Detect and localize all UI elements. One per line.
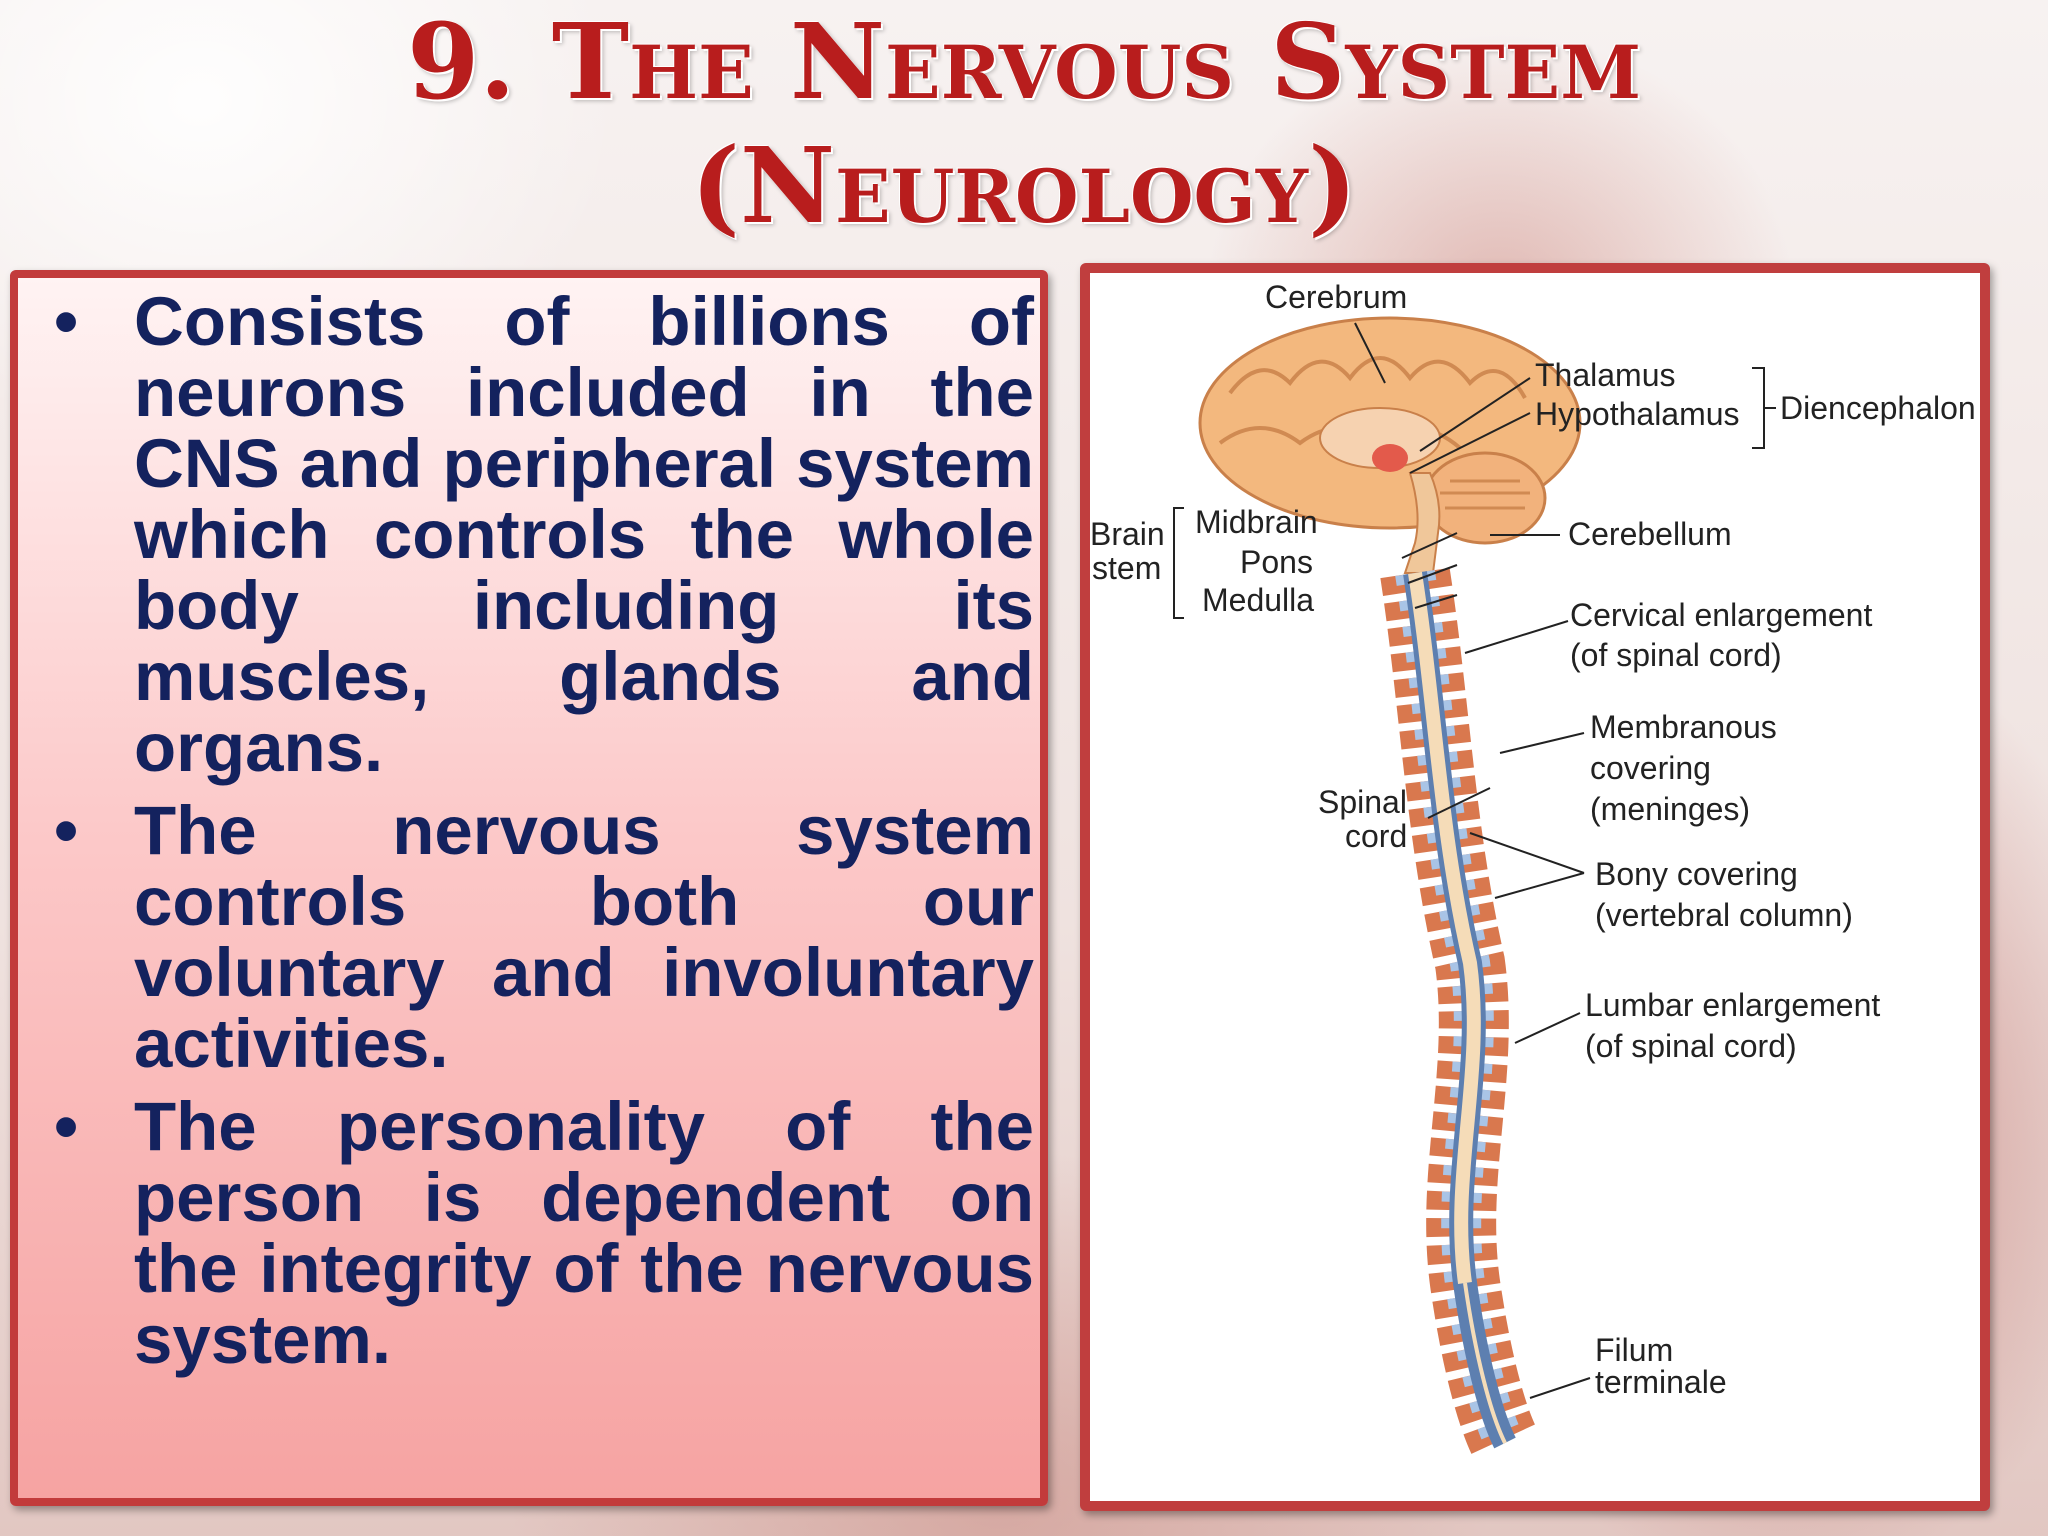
diagram-panel: Cerebrum Thalamus Hypothalamus Diencepha… (1080, 263, 1990, 1511)
bullet-dot-icon: • (54, 1088, 79, 1165)
bullet-dot-icon: • (54, 283, 79, 360)
label-hypothalamus: Hypothalamus (1535, 396, 1740, 432)
label-membranous-3: (meninges) (1590, 791, 1750, 827)
label-cervical-1: Cervical enlargement (1570, 597, 1872, 633)
label-spinal-2: cord (1345, 818, 1407, 854)
text-panel: • Consists of billions of neurons include… (10, 270, 1048, 1506)
bullet-text-1: Consists of billions of neurons included… (134, 283, 1034, 786)
label-cervical-2: (of spinal cord) (1570, 637, 1782, 673)
label-medulla: Medulla (1202, 582, 1314, 618)
label-filum-1: Filum (1595, 1332, 1673, 1368)
label-cerebrum: Cerebrum (1265, 279, 1407, 315)
bullet-dot-icon: • (54, 792, 79, 869)
spinal-column (1380, 567, 1537, 1459)
brain-illustration (1198, 316, 1582, 574)
label-bony-1: Bony covering (1595, 856, 1798, 892)
label-midbrain: Midbrain (1195, 504, 1318, 540)
bullet-text-3: The personality of the person is depende… (134, 1088, 1034, 1378)
label-diencephalon: Diencephalon (1780, 390, 1976, 426)
label-lumbar-1: Lumbar enlargement (1585, 987, 1880, 1023)
label-cerebellum: Cerebellum (1568, 516, 1732, 552)
bullet-item-2: • The nervous system controls both our vo… (38, 795, 1034, 1079)
label-membranous-1: Membranous (1590, 709, 1777, 745)
label-filum-2: terminale (1595, 1364, 1727, 1400)
label-spinal-1: Spinal (1318, 784, 1407, 820)
label-pons: Pons (1240, 544, 1313, 580)
label-bony-2: (vertebral column) (1595, 897, 1853, 933)
title-line-2: (Neurology) (690, 124, 1358, 247)
cns-diagram: Cerebrum Thalamus Hypothalamus Diencepha… (1090, 279, 1976, 1459)
title-line-1: 9. The Nervous System (407, 0, 1641, 123)
slide-title: 9. The Nervous System (Neurology) (0, 0, 2048, 248)
label-thalamus: Thalamus (1535, 357, 1676, 393)
bullet-text-2: The nervous system controls both our vol… (134, 792, 1034, 1082)
label-brain-stem-1: Brain (1090, 516, 1165, 552)
label-membranous-2: covering (1590, 750, 1711, 786)
label-brain-stem-2: stem (1092, 550, 1161, 586)
label-lumbar-2: (of spinal cord) (1585, 1028, 1797, 1064)
bullet-list: • Consists of billions of neurons include… (38, 286, 1038, 1387)
leader-lines (1173, 322, 1776, 1399)
bullet-item-3: • The personality of the person is depend… (38, 1091, 1034, 1375)
bullet-item-1: • Consists of billions of neurons include… (38, 286, 1034, 783)
